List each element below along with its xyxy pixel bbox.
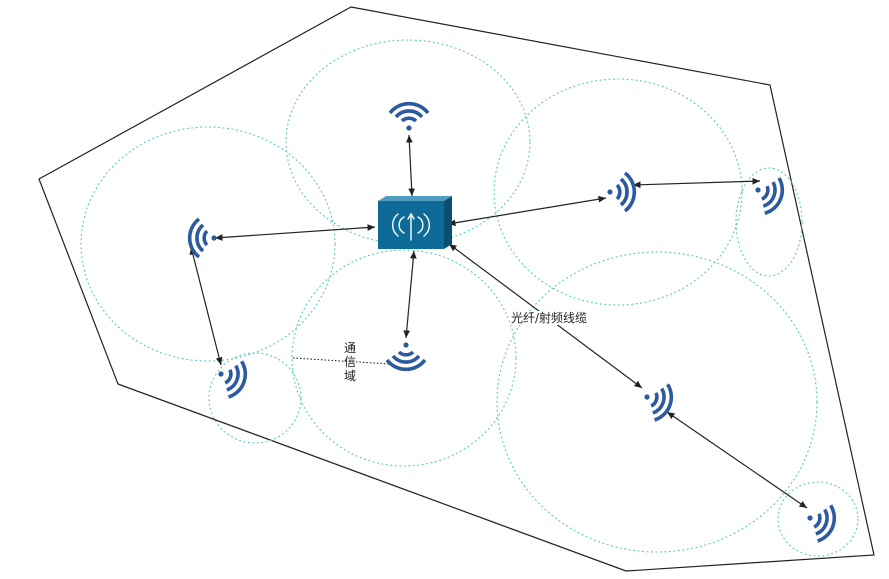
link-hub-right — [447, 195, 607, 227]
wifi-signal-icon — [799, 497, 842, 546]
wifi-signal-icon — [605, 171, 637, 213]
wifi-signal-icon — [210, 353, 253, 402]
coverage-circle-right — [493, 78, 743, 306]
router-antenna-icon — [378, 196, 452, 249]
coverage-circle-center — [291, 249, 517, 467]
link-left-lower-left — [189, 246, 223, 366]
communication-domain-label: 通信域 — [343, 341, 356, 383]
domain-pointer-line — [292, 357, 391, 365]
wifi-signal-icon — [385, 340, 427, 372]
fiber-rf-cable-label: 光纤/射频线缆 — [510, 311, 589, 325]
link-hub-center — [403, 250, 417, 339]
wifi-signal-icon — [746, 169, 790, 219]
wifi-signal-icon — [187, 217, 219, 259]
link-hub-top — [406, 134, 415, 197]
coverage-circle-far-right — [735, 167, 803, 277]
link-hub-left — [214, 224, 376, 241]
coverage-circle-left — [80, 126, 336, 362]
coverage-circle-lower-right — [496, 251, 818, 553]
area-boundary — [38, 6, 875, 572]
wifi-signal-icon — [388, 101, 430, 133]
links — [189, 134, 808, 509]
link-right-far-right — [632, 177, 761, 189]
link-lower-right-bottom-right — [666, 411, 808, 509]
coverage-areas — [80, 39, 859, 557]
wifi-signal-icon — [636, 376, 679, 425]
coverage-circle-bottom-right — [777, 481, 859, 557]
coverage-circle-lower-left — [208, 352, 302, 444]
